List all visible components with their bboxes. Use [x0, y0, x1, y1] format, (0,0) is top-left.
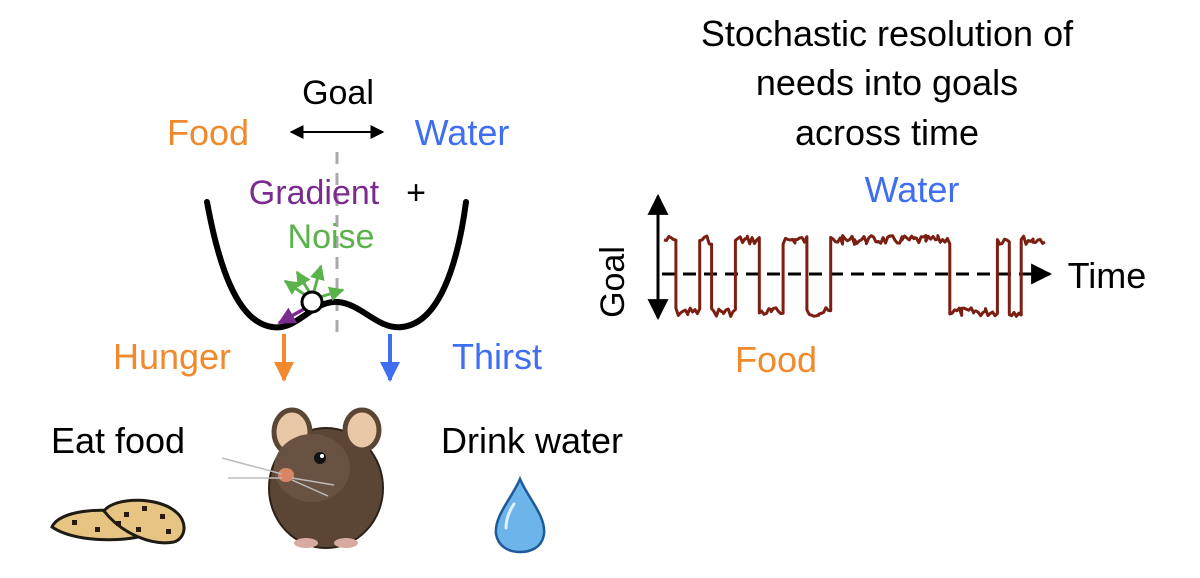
trace-food-label: Food [735, 339, 817, 380]
title-line-3: across time [795, 112, 979, 153]
x-axis-label: Time [1068, 255, 1147, 296]
goal-label: Goal [302, 74, 374, 112]
state-ball [300, 290, 324, 314]
water-drop-icon [494, 475, 546, 554]
goal-trace [663, 234, 1046, 318]
gradient-label: Gradient [249, 174, 380, 212]
trace-water-label: Water [865, 169, 960, 210]
noise-arrow-up [310, 264, 325, 292]
cookie-icon [50, 498, 186, 545]
thirst-label: Thirst [452, 336, 542, 377]
title-line-2: needs into goals [756, 62, 1018, 103]
y-axis-label: Goal [594, 246, 632, 318]
title-line-1: Stochastic resolution of [701, 13, 1074, 54]
noise-arrow-up-left [295, 270, 312, 294]
eat-food-label: Eat food [51, 420, 185, 461]
plus-sign: + [406, 174, 426, 212]
noise-arrow-right [319, 286, 345, 302]
drink-water-label: Drink water [441, 420, 623, 461]
energy-landscape-curve [204, 199, 469, 331]
noise-label: Noise [288, 218, 375, 256]
mouse-icon [221, 407, 384, 549]
food-label: Food [167, 112, 249, 153]
water-label: Water [415, 112, 510, 153]
gradient-arrow [277, 307, 305, 325]
hunger-label: Hunger [113, 336, 231, 377]
